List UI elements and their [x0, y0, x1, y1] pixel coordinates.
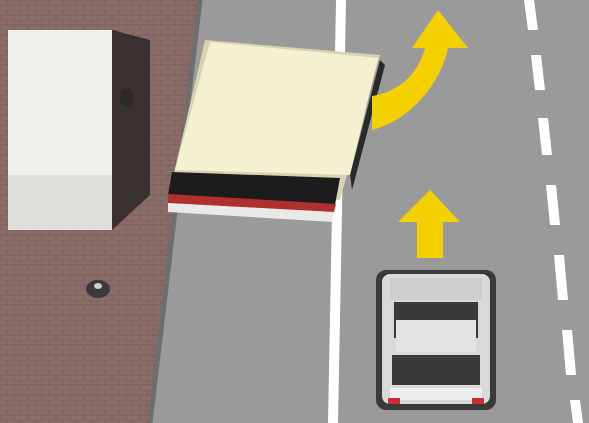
- pedestrian-figure: [86, 280, 110, 298]
- pedestrian-figure: [120, 89, 134, 107]
- building: [8, 30, 150, 230]
- car: [376, 270, 496, 410]
